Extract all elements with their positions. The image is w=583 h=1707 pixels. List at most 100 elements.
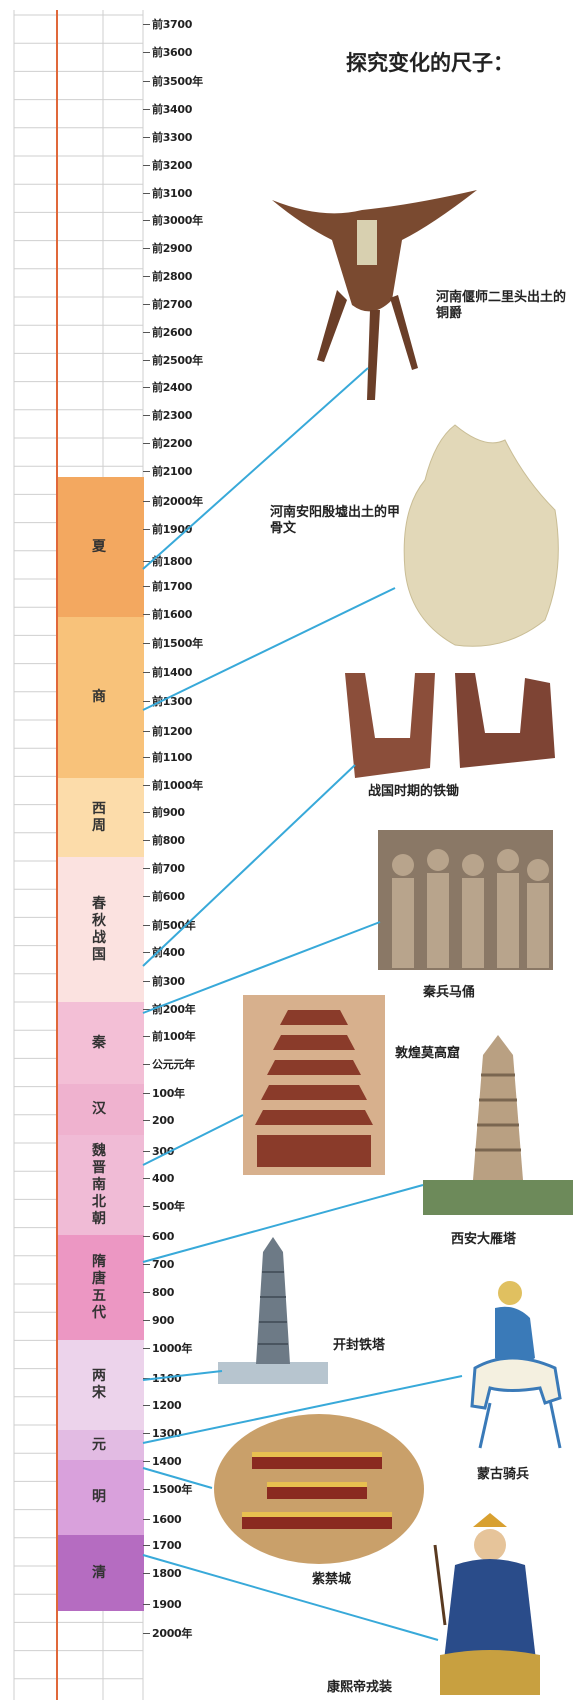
year-tick-mark — [143, 1489, 150, 1490]
year-tick-label: 前3600 — [152, 46, 193, 59]
year-tick-label: 1200 — [152, 1399, 182, 1412]
dynasty-label: 秦 — [92, 1035, 106, 1051]
year-tick-label: 前900 — [152, 806, 185, 819]
year-tick-mark — [143, 1120, 150, 1121]
dynasty-band — [58, 1135, 144, 1235]
year-tick-label: 前2000年 — [152, 495, 203, 508]
year-tick-mark — [143, 1151, 150, 1152]
year-tick-mark — [143, 1633, 150, 1634]
year-tick-mark — [143, 757, 150, 758]
year-tick-label: 前2300 — [152, 409, 193, 422]
year-tick-mark — [143, 1433, 150, 1434]
year-tick-label: 前1500年 — [152, 637, 203, 650]
year-tick-label: 前3000年 — [152, 214, 203, 227]
year-tick-mark — [143, 81, 150, 82]
year-tick-label: 前2600 — [152, 326, 193, 339]
dynasty-band — [58, 778, 144, 857]
caption-oracle: 河南安阳殷墟出土的甲骨文 — [270, 505, 401, 536]
dynasty-band — [58, 1084, 144, 1135]
year-tick-mark — [143, 561, 150, 562]
year-tick-mark — [143, 1461, 150, 1462]
dynasty-band — [58, 1535, 144, 1611]
year-tick-mark — [143, 1178, 150, 1179]
year-tick-mark — [143, 586, 150, 587]
year-tick-label: 1800 — [152, 1567, 182, 1580]
year-tick-mark — [143, 1064, 150, 1065]
dynasty-label: 汉 — [92, 1101, 106, 1117]
caption-iron-tower: 开封铁塔 — [333, 1338, 386, 1353]
year-tick-mark — [143, 1545, 150, 1546]
year-tick-label: 前2500年 — [152, 354, 203, 367]
giant-wild-goose-pagoda-image — [423, 1035, 573, 1215]
dynasty-label: 春秋战国 — [92, 896, 106, 963]
year-tick-mark — [143, 643, 150, 644]
year-tick-label: 前1300 — [152, 695, 193, 708]
dynasty-label: 西周 — [92, 801, 106, 834]
year-tick-label: 前3100 — [152, 187, 193, 200]
year-tick-mark — [143, 1604, 150, 1605]
year-tick-mark — [143, 1378, 150, 1379]
caption-kangxi: 康熙帝戎装 — [327, 1680, 393, 1695]
year-tick-label: 200 — [152, 1114, 175, 1127]
year-tick-label: 前2100 — [152, 465, 193, 478]
year-tick-mark — [143, 443, 150, 444]
year-tick-mark — [143, 276, 150, 277]
oracle-bone-image — [403, 424, 559, 647]
year-tick-label: 前3700 — [152, 18, 193, 31]
dynasty-label: 元 — [92, 1437, 106, 1453]
year-tick-label: 前3300 — [152, 131, 193, 144]
kangxi-portrait-image — [433, 1513, 540, 1695]
year-tick-mark — [143, 1206, 150, 1207]
year-tick-label: 1500年 — [152, 1483, 193, 1496]
dynasty-label: 隋唐五代 — [92, 1254, 106, 1321]
caption-pagoda: 西安大雁塔 — [451, 1232, 517, 1247]
year-tick-mark — [143, 731, 150, 732]
year-tick-mark — [143, 471, 150, 472]
year-tick-label: 100年 — [152, 1087, 185, 1100]
year-tick-mark — [143, 529, 150, 530]
year-tick-mark — [143, 137, 150, 138]
year-tick-mark — [143, 24, 150, 25]
year-tick-label: 1400 — [152, 1455, 182, 1468]
year-tick-label: 前2200 — [152, 437, 193, 450]
year-tick-mark — [143, 220, 150, 221]
year-tick-label: 前1700 — [152, 580, 193, 593]
dynasty-band — [58, 1235, 144, 1340]
dynasty-band — [58, 857, 144, 1002]
year-tick-label: 前2800 — [152, 270, 193, 283]
year-tick-mark — [143, 332, 150, 333]
year-tick-mark — [143, 193, 150, 194]
caption-mongol: 蒙古骑兵 — [477, 1467, 530, 1482]
year-tick-label: 前3200 — [152, 159, 193, 172]
year-tick-label: 800 — [152, 1286, 175, 1299]
year-tick-mark — [143, 701, 150, 702]
year-tick-label: 1300 — [152, 1427, 182, 1440]
year-tick-mark — [143, 925, 150, 926]
year-tick-mark — [143, 981, 150, 982]
year-tick-label: 前1800 — [152, 555, 193, 568]
year-tick-mark — [143, 1093, 150, 1094]
dynasty-band — [58, 1340, 144, 1430]
dynasty-label: 商 — [92, 689, 106, 705]
caption-iron-hoe: 战国时期的铁锄 — [368, 784, 460, 799]
year-tick-mark — [143, 1405, 150, 1406]
year-tick-label: 前2700 — [152, 298, 193, 311]
caption-forbidden-city: 紫禁城 — [312, 1572, 352, 1587]
year-tick-label: 1600 — [152, 1513, 182, 1526]
year-tick-label: 前700 — [152, 862, 185, 875]
year-tick-label: 前500年 — [152, 919, 196, 932]
year-tick-label: 前100年 — [152, 1030, 196, 1043]
dynasty-label: 清 — [92, 1565, 106, 1581]
forbidden-city-image — [214, 1414, 424, 1564]
bronze-jue-image — [272, 190, 477, 400]
year-tick-mark — [143, 1036, 150, 1037]
terracotta-army-image — [378, 830, 553, 970]
dynasty-label: 明 — [92, 1489, 106, 1505]
year-tick-mark — [143, 1348, 150, 1349]
year-tick-mark — [143, 896, 150, 897]
year-tick-label: 公元元年 — [152, 1058, 195, 1071]
year-tick-mark — [143, 672, 150, 673]
year-tick-mark — [143, 1236, 150, 1237]
year-tick-mark — [143, 812, 150, 813]
year-tick-mark — [143, 248, 150, 249]
